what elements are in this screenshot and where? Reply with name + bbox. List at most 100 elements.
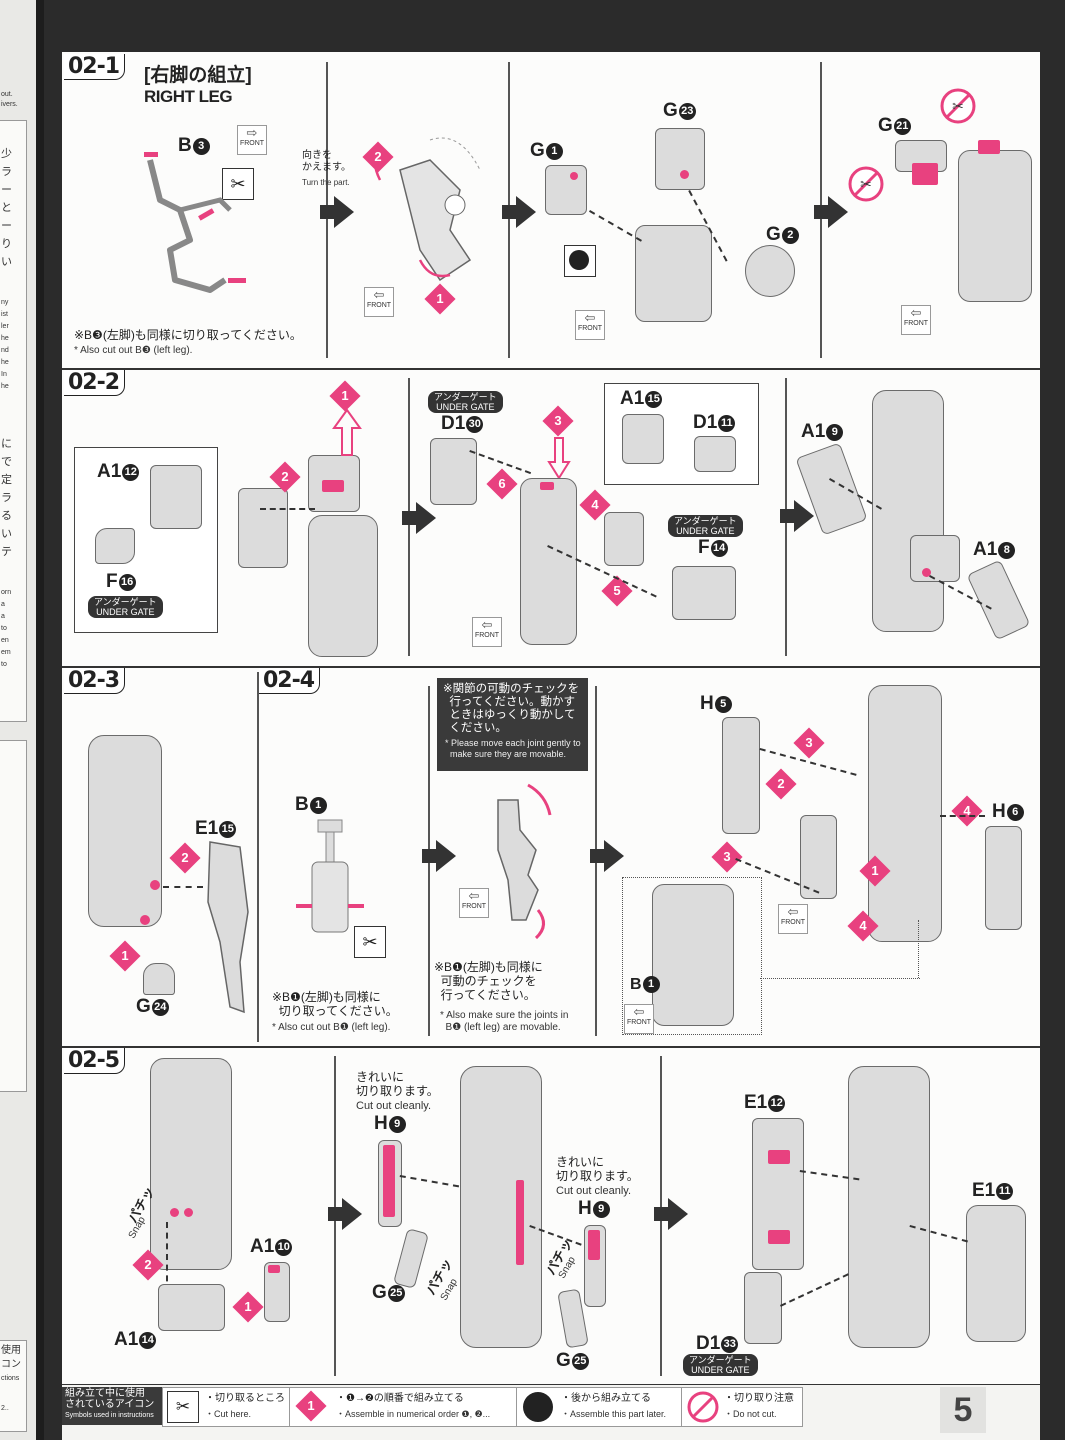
leg-frame-part (308, 515, 378, 657)
peg-mark (170, 1208, 179, 1217)
step-order-2: 2 (169, 842, 201, 874)
strip-text: to (1, 625, 7, 632)
leg-frame-part (872, 390, 944, 632)
step-order-2: 2 (362, 141, 394, 173)
strip-text: い (1, 256, 12, 268)
check-note-jp: ※B❶(左脚)も同様に 可動のチェックを 行ってください。 (434, 960, 543, 1002)
peg-mark (978, 140, 1000, 154)
detail-connector (918, 920, 919, 978)
check-note-en: * Also make sure the joints in B❶ (left … (440, 1010, 569, 1033)
note-b1-en: * Also cut out B❶ (left leg). (272, 1022, 391, 1033)
part-joint (800, 815, 837, 899)
strip-text: a (1, 613, 5, 620)
part-d133 (744, 1272, 782, 1344)
joint-check-diagram (497, 783, 552, 940)
step-flow-arrow (502, 196, 536, 228)
strip-text: ler (1, 323, 9, 330)
previous-page-strip: out. ivers. 少 ラ ー と ー り い ny ist ler he … (0, 0, 44, 1440)
note-b3-en: * Also cut out B❸ (left leg). (74, 345, 193, 356)
legend-no-cut: ・切り取り注意 ・Do not cut. (681, 1387, 803, 1427)
assembly-guide-line (163, 886, 203, 888)
up-arrow (332, 408, 362, 456)
step-number: 02-2 (64, 370, 126, 396)
front-indicator: ⇦FRONT (575, 310, 605, 340)
strip-card (0, 740, 27, 1092)
note-b1-jp: ※B❶(左脚)も同様に 切り取ってください。 (272, 990, 398, 1018)
part-e111 (966, 1205, 1026, 1342)
strip-text: 使用 (1, 1345, 21, 1356)
strip-text: り (1, 238, 12, 250)
nipper-cut-icon: ✂ (354, 926, 386, 958)
nipper-cut-icon: ✂ (222, 168, 254, 200)
leg-frame-part (88, 735, 162, 927)
strip-text: en (1, 637, 9, 644)
clean-cut-note-jp: きれいに 切り取ります。 (556, 1155, 639, 1183)
clean-cut-note-jp: きれいに 切り取ります。 (356, 1070, 439, 1098)
peg-mark (680, 170, 689, 179)
front-indicator: ⇦FRONT (901, 305, 931, 335)
order-icon: 1 (295, 1390, 327, 1422)
step-order-1: 1 (859, 855, 891, 887)
section-title-jp: [右脚の組立] (144, 65, 252, 86)
leg-frame-part (150, 1058, 232, 1270)
strip-text: ny (1, 299, 9, 306)
part-h6 (985, 826, 1022, 930)
strip-text: と (1, 202, 12, 214)
part-g21-highlight (912, 163, 938, 185)
strip-text: 少 (1, 148, 12, 160)
strip-text: で (1, 456, 12, 468)
binding-edge (36, 0, 44, 1440)
strip-text: る (1, 510, 12, 522)
legend-order: 1 ・❶→❷の順番で組み立てる ・Assemble in numerical o… (289, 1387, 517, 1427)
part-e112 (752, 1118, 804, 1270)
strip-text: ivers. (1, 101, 18, 108)
leg-frame-turn-diagram (373, 137, 481, 282)
nipper-cut-icon: ✂ (167, 1391, 199, 1423)
part-g23 (655, 128, 705, 190)
strip-text: ラ (1, 492, 12, 504)
leg-frame-part (958, 150, 1032, 302)
part-g2 (745, 245, 795, 297)
part-d111 (694, 436, 736, 472)
section-title-en: RIGHT LEG (144, 87, 233, 106)
step-order-3: 3 (793, 727, 825, 759)
leg-frame-part (848, 1066, 930, 1348)
strip-text: コン (1, 1359, 21, 1370)
step-number: 02-3 (64, 668, 126, 694)
peg-mark (140, 915, 150, 925)
step-order-3: 3 (711, 841, 743, 873)
step-order-2: 2 (269, 461, 301, 493)
strip-text: 2.. (1, 1405, 9, 1412)
peg-mark (540, 482, 554, 490)
step-order-1: 1 (329, 380, 361, 412)
peg-mark (268, 1265, 280, 1273)
front-indicator: ⇦FRONT (364, 287, 394, 317)
strip-text: to (1, 661, 7, 668)
part-h5 (722, 717, 760, 834)
detail-connector (760, 978, 920, 979)
assemble-later-icon (564, 245, 596, 277)
step-number: 02-5 (64, 1048, 126, 1074)
clean-cut-note-en: Cut out cleanly. (356, 1100, 432, 1112)
leg-frame-part (635, 225, 712, 322)
do-not-cut-icon: ✂ (940, 88, 976, 124)
assembly-guide-line (166, 1222, 168, 1292)
part-g24 (143, 963, 175, 995)
peg-mark (768, 1150, 790, 1164)
